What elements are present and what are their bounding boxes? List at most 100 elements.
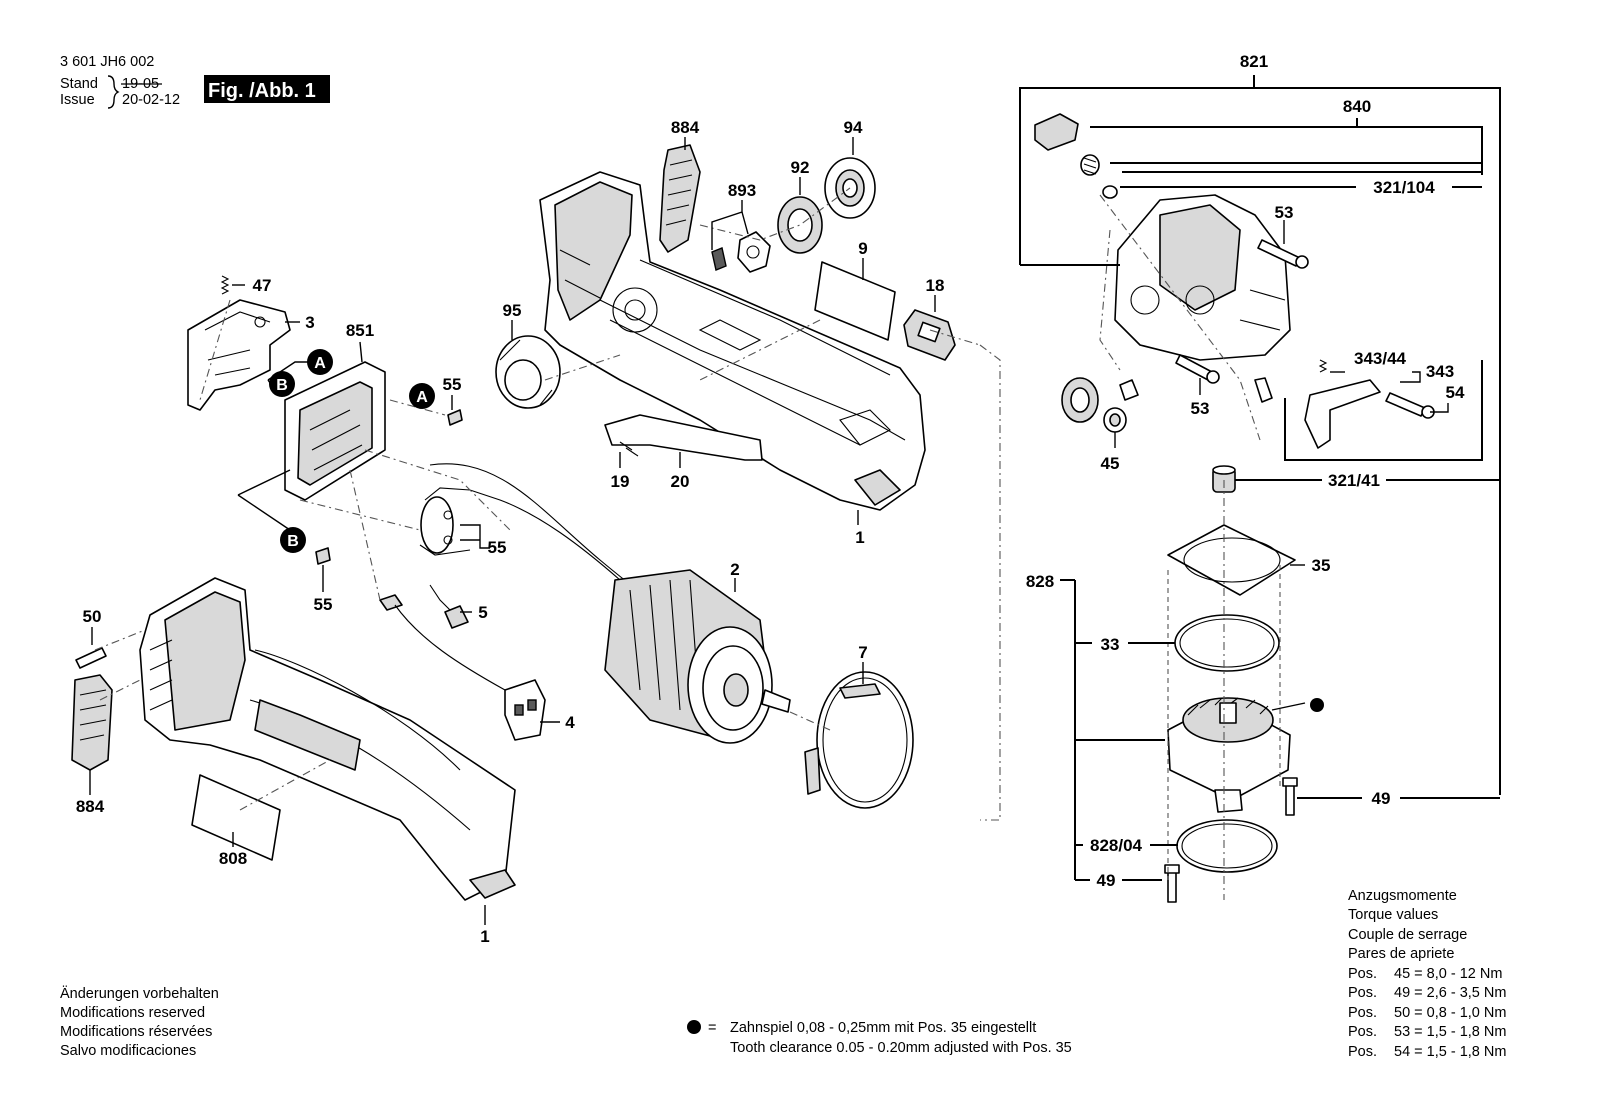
- header-brace: [107, 75, 120, 109]
- callout-884-a: 884: [671, 118, 700, 137]
- backlash-dot-marker: [1310, 698, 1324, 712]
- callout-1-a: 1: [855, 528, 864, 547]
- callout-828: 828: [1026, 572, 1054, 591]
- torque-row-spec: 54 = 1,5 - 1,8 Nm: [1394, 1044, 1506, 1060]
- notice-line-es: Salvo modificaciones: [60, 1043, 196, 1059]
- callout-49-b: 49: [1097, 871, 1116, 890]
- modifications-notice: Änderungen vorbehalten Modifications res…: [60, 985, 219, 1059]
- callout-labels: 821 840 321/104 53 53 343/44 343 54 45 3…: [76, 52, 1465, 946]
- shim-plate-35: [1167, 524, 1296, 596]
- figure-badge: Fig. /Abb. 1: [208, 80, 316, 102]
- issue-date: 20-02-12: [122, 92, 180, 108]
- callout-3: 3: [305, 313, 314, 332]
- connector-4: [504, 679, 546, 741]
- leader-lines: [89, 75, 1501, 925]
- part-47-spring: [220, 275, 230, 295]
- screw-55-b: [315, 547, 331, 565]
- screw-49-bottom: [1164, 864, 1180, 903]
- callout-851: 851: [346, 321, 374, 340]
- lever-343: [1254, 359, 1435, 449]
- callout-343: 343: [1426, 362, 1454, 381]
- callout-2: 2: [730, 560, 739, 579]
- bearing-321-41: [1212, 465, 1236, 493]
- o-ring-33: [1174, 614, 1280, 672]
- svg-text:B: B: [276, 377, 288, 394]
- header-block: 3 601 JH6 002 Stand Issue 19-05 20-02-12…: [60, 54, 330, 109]
- callout-49-a: 49: [1372, 789, 1391, 808]
- backlash-footnote: = Zahnspiel 0,08 - 0,25mm mit Pos. 35 ei…: [687, 1020, 1072, 1056]
- part-20-slider: [604, 414, 763, 461]
- torque-row-spec: 49 = 2,6 - 3,5 Nm: [1394, 985, 1506, 1001]
- o-ring-828-04: [1176, 819, 1278, 873]
- callout-50: 50: [83, 607, 102, 626]
- notice-line-fr: Modifications réservées: [60, 1024, 212, 1040]
- callout-20: 20: [671, 472, 690, 491]
- callout-19: 19: [611, 472, 630, 491]
- callout-884-b: 884: [76, 797, 105, 816]
- callout-5: 5: [478, 603, 487, 622]
- callout-7: 7: [858, 643, 867, 662]
- callout-840: 840: [1343, 97, 1371, 116]
- callout-95: 95: [503, 301, 522, 320]
- torque-heading-es: Pares de apriete: [1348, 946, 1454, 962]
- spindle-lock-button-840: [1034, 113, 1118, 199]
- callout-821: 821: [1240, 52, 1268, 71]
- callout-321-104: 321/104: [1373, 178, 1435, 197]
- callout-808: 808: [219, 849, 247, 868]
- torque-row-spec: 45 = 8,0 - 12 Nm: [1394, 966, 1502, 982]
- part-7-clamp-band: [804, 671, 914, 809]
- callout-55-a: 55: [443, 375, 462, 394]
- callout-321-41: 321/41: [1328, 471, 1380, 490]
- stand-label: Stand: [60, 76, 98, 92]
- callout-18: 18: [926, 276, 945, 295]
- torque-heading-de: Anzugsmomente: [1348, 888, 1457, 904]
- ventilation-grille-lower: [71, 674, 113, 771]
- torque-row-prefix: Pos.: [1348, 966, 1377, 982]
- notice-line-en: Modifications reserved: [60, 1005, 205, 1021]
- figure-badge-bg: [204, 75, 330, 103]
- issue-label: Issue: [60, 92, 95, 108]
- gear-head-housing: [1114, 194, 1291, 361]
- footnote-equals: =: [708, 1020, 716, 1036]
- cable-harness-55: [419, 463, 661, 606]
- callout-893: 893: [728, 181, 756, 200]
- callout-343-44: 343/44: [1354, 349, 1407, 368]
- marker-a-1: A: [307, 349, 333, 375]
- part-3-switch-carrier: [187, 299, 291, 411]
- screw-53-lower: [1175, 354, 1220, 384]
- doc-number: 3 601 JH6 002: [60, 54, 154, 70]
- torque-row-prefix: Pos.: [1348, 985, 1377, 1001]
- svg-text:A: A: [314, 355, 326, 372]
- part-92-ring: [777, 196, 823, 254]
- footnote-line-de: Zahnspiel 0,08 - 0,25mm mit Pos. 35 eing…: [730, 1020, 1036, 1036]
- part-893-holder: [711, 231, 771, 273]
- part-95-end-cap: [495, 335, 561, 409]
- marker-a-2: A: [409, 383, 435, 409]
- pinion-45: [1061, 377, 1139, 433]
- torque-row-spec: 53 = 1,5 - 1,8 Nm: [1394, 1024, 1506, 1040]
- torque-heading-fr: Couple de serrage: [1348, 927, 1467, 943]
- cable-5: [379, 584, 506, 691]
- part-18-switch: [903, 309, 956, 361]
- screw-55-a: [447, 409, 463, 426]
- screw-50: [75, 647, 107, 669]
- callout-45: 45: [1101, 454, 1120, 473]
- callout-53-a: 53: [1275, 203, 1294, 222]
- bearing-flange-828: [1167, 697, 1291, 813]
- part-851-electronics: [284, 361, 386, 501]
- callout-33: 33: [1101, 635, 1120, 654]
- svg-text:A: A: [416, 389, 428, 406]
- callout-55-b: 55: [488, 538, 507, 557]
- callout-4: 4: [565, 713, 575, 732]
- marker-b-1: B: [269, 371, 295, 397]
- torque-row-prefix: Pos.: [1348, 1005, 1377, 1021]
- part-2-motor: [604, 569, 791, 744]
- notice-line-de: Änderungen vorbehalten: [60, 985, 219, 1002]
- housing-upper-part: [539, 171, 926, 511]
- marker-b-2: B: [280, 527, 306, 553]
- svg-text:B: B: [287, 533, 299, 550]
- screw-49-right: [1282, 777, 1298, 816]
- torque-row-spec: 50 = 0,8 - 1,0 Nm: [1394, 1005, 1506, 1021]
- assembly-center-lines: [94, 187, 1281, 900]
- ventilation-grille-upper: [659, 144, 701, 253]
